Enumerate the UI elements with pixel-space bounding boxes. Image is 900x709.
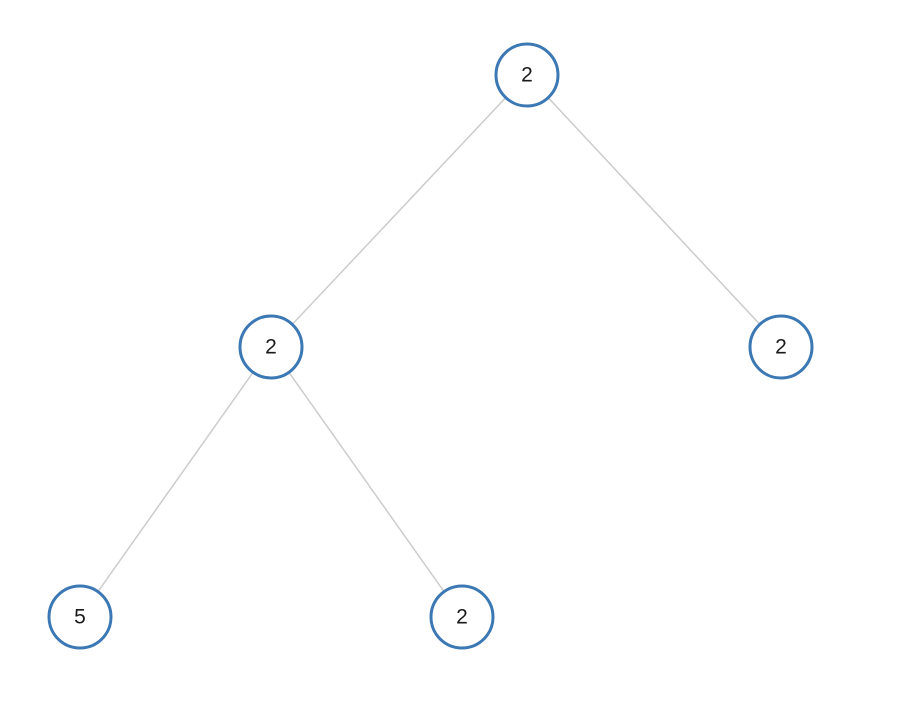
tree-edge-root-to-root-right — [526, 74, 782, 348]
tree-node-root-left: 2 — [238, 314, 304, 380]
tree-node-circle-root-left — [238, 314, 304, 380]
tree-node-label-root: 2 — [521, 64, 533, 87]
tree-node-circle-root-right — [748, 314, 814, 380]
tree-node-root-right: 2 — [748, 314, 814, 380]
tree-node-label-root-left: 2 — [265, 336, 277, 359]
tree-edges-layer — [79, 74, 782, 618]
tree-edge-root-to-root-left — [270, 74, 528, 348]
tree-node-left-left: 5 — [47, 584, 113, 650]
tree-node-circle-left-right — [429, 584, 495, 650]
tree-node-root: 2 — [494, 42, 560, 108]
tree-edge-root-left-to-left-left — [79, 346, 272, 618]
tree-nodes-layer: 2 2 2 5 2 — [47, 42, 814, 650]
tree-node-circle-left-left — [47, 584, 113, 650]
tree-edge-root-left-to-left-right — [270, 346, 463, 618]
tree-node-left-right: 2 — [429, 584, 495, 650]
tree-node-circle-root — [494, 42, 560, 108]
tree-node-label-left-left: 5 — [74, 606, 86, 629]
tree-node-label-root-right: 2 — [775, 336, 787, 359]
tree-node-label-left-right: 2 — [456, 606, 468, 629]
